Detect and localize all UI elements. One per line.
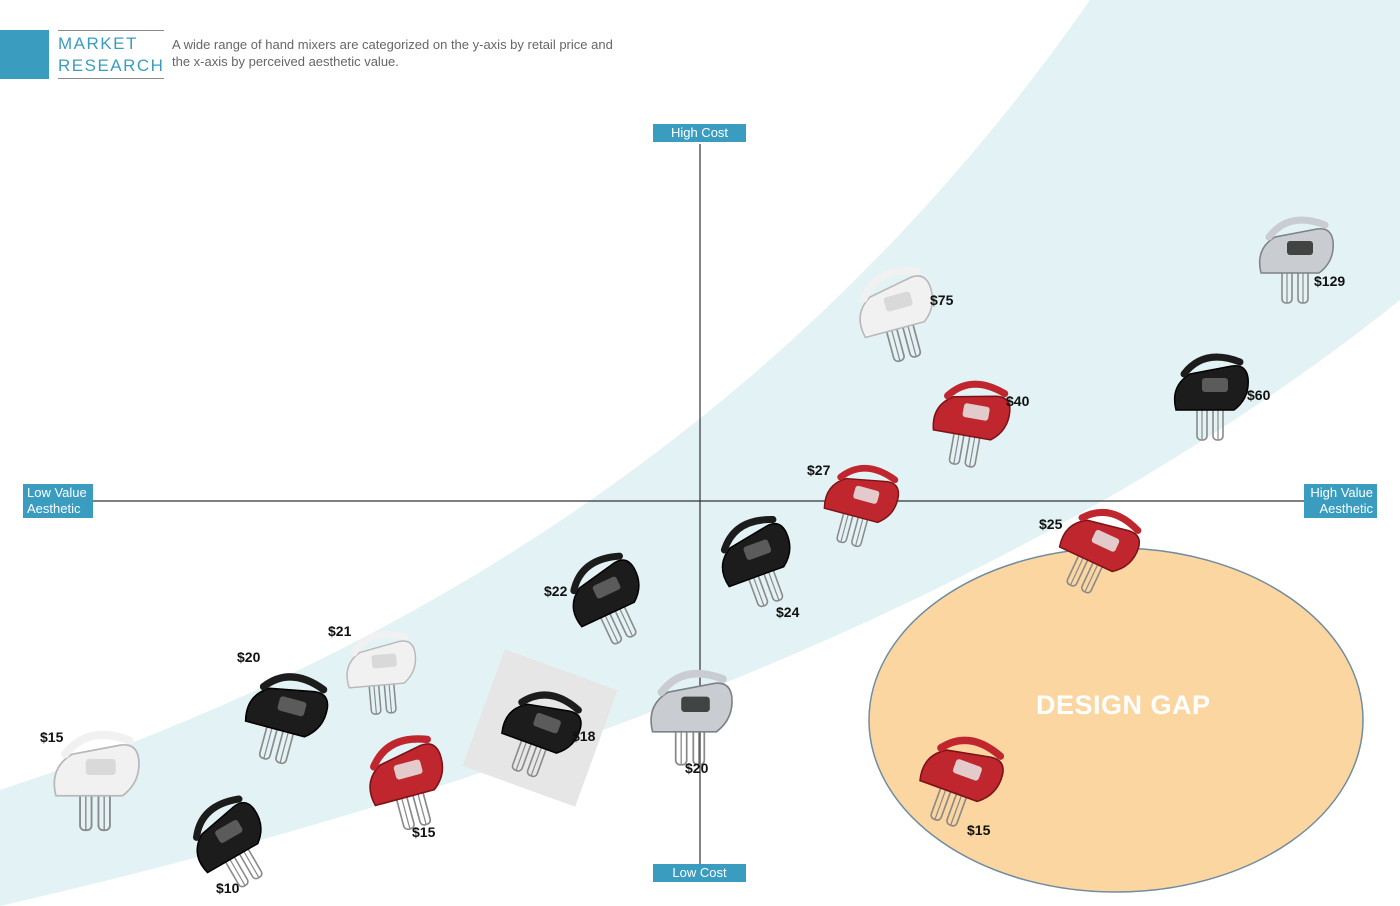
mixer-handle xyxy=(944,380,1009,400)
hand-mixer-icon xyxy=(1058,508,1142,594)
header-accent-block xyxy=(0,30,49,79)
price-label: $22 xyxy=(544,583,568,599)
hand-mixer-icon xyxy=(53,730,140,832)
mixer-body xyxy=(823,477,900,524)
mixer-layer xyxy=(53,216,1334,888)
axis-label-high-cost: High Cost xyxy=(653,124,746,142)
header-rule-top xyxy=(58,30,164,31)
mixer-handle xyxy=(61,730,134,759)
axis-label-high-value-aesthetic: High Value Aesthetic xyxy=(1304,484,1377,518)
mixer-handle xyxy=(570,552,624,595)
hand-mixer-icon xyxy=(570,552,640,645)
mixer-body xyxy=(1058,519,1141,573)
mixer-control-panel xyxy=(681,696,710,712)
price-label: $20 xyxy=(237,649,261,665)
mixer-handle xyxy=(518,691,582,714)
mixer-control-panel xyxy=(592,576,621,599)
hand-mixer-icon xyxy=(919,736,1005,827)
mixer-body xyxy=(501,703,582,754)
page-title: MARKET RESEARCH xyxy=(58,34,165,75)
mixer-handle xyxy=(937,736,1005,760)
design-gap-label: DESIGN GAP xyxy=(1036,690,1211,720)
hand-mixer-icon xyxy=(192,795,263,888)
price-label: $15 xyxy=(412,824,436,840)
hand-mixer-icon xyxy=(720,516,791,608)
mixer-body xyxy=(244,687,329,738)
price-label: $24 xyxy=(776,604,800,620)
mixer-control-panel xyxy=(743,539,772,560)
price-label: $25 xyxy=(1039,516,1063,532)
hand-mixer-icon xyxy=(932,380,1011,468)
hand-mixer-icon xyxy=(1173,353,1249,441)
beaters xyxy=(258,722,295,765)
mixer-control-panel xyxy=(853,485,880,504)
mixer-control-panel xyxy=(1202,378,1228,392)
hand-mixer-icon xyxy=(823,464,900,548)
mixer-control-panel xyxy=(371,653,397,669)
header-rule-bottom xyxy=(58,78,164,79)
mixer-control-panel xyxy=(952,759,982,781)
axis-label-low-value-aesthetic: Low Value Aesthetic xyxy=(23,484,93,518)
mixer-control-panel xyxy=(85,758,116,775)
price-label: $15 xyxy=(967,822,991,838)
price-label: $27 xyxy=(807,462,831,478)
mixer-handle xyxy=(837,464,899,484)
mixer-handle xyxy=(1180,353,1244,378)
mixer-handle xyxy=(350,630,410,657)
hand-mixer-icon xyxy=(369,735,444,831)
hand-mixer-icon xyxy=(650,669,733,766)
price-label: $129 xyxy=(1314,273,1346,289)
axis-label-low-cost: Low Cost xyxy=(653,864,746,882)
mixer-handle xyxy=(370,735,431,771)
mixer-body xyxy=(919,749,1004,803)
mixer-handle xyxy=(1265,216,1329,241)
mixer-handle xyxy=(720,516,777,554)
mixer-handle xyxy=(860,267,921,303)
hand-mixer-icon xyxy=(1258,216,1334,304)
hand-mixer-icon xyxy=(346,630,417,715)
mixer-control-panel xyxy=(215,819,243,843)
mixer-control-panel xyxy=(1287,241,1313,255)
price-label: $10 xyxy=(216,880,240,896)
price-label: $21 xyxy=(328,623,352,639)
hand-mixer-icon xyxy=(244,673,329,765)
hand-mixer-icon xyxy=(462,649,618,807)
price-label: $18 xyxy=(572,728,596,744)
mixer-handle xyxy=(259,673,328,694)
price-label: $40 xyxy=(1006,393,1030,409)
price-label: $15 xyxy=(40,729,64,745)
mixer-control-panel xyxy=(393,759,423,780)
page-description: A wide range of hand mixers are categori… xyxy=(172,37,613,69)
price-label: $60 xyxy=(1247,387,1271,403)
price-label: $20 xyxy=(685,760,709,776)
mixer-control-panel xyxy=(533,712,561,734)
price-label: $75 xyxy=(930,292,954,308)
mixer-handle xyxy=(192,795,243,841)
mixer-handle xyxy=(1078,508,1142,534)
mixer-handle xyxy=(657,669,727,697)
mixer-control-panel xyxy=(962,403,990,421)
hand-mixer-icon xyxy=(859,267,934,363)
mixer-control-panel xyxy=(1091,529,1120,552)
mixer-control-panel xyxy=(277,696,307,717)
mixer-control-panel xyxy=(883,291,913,312)
